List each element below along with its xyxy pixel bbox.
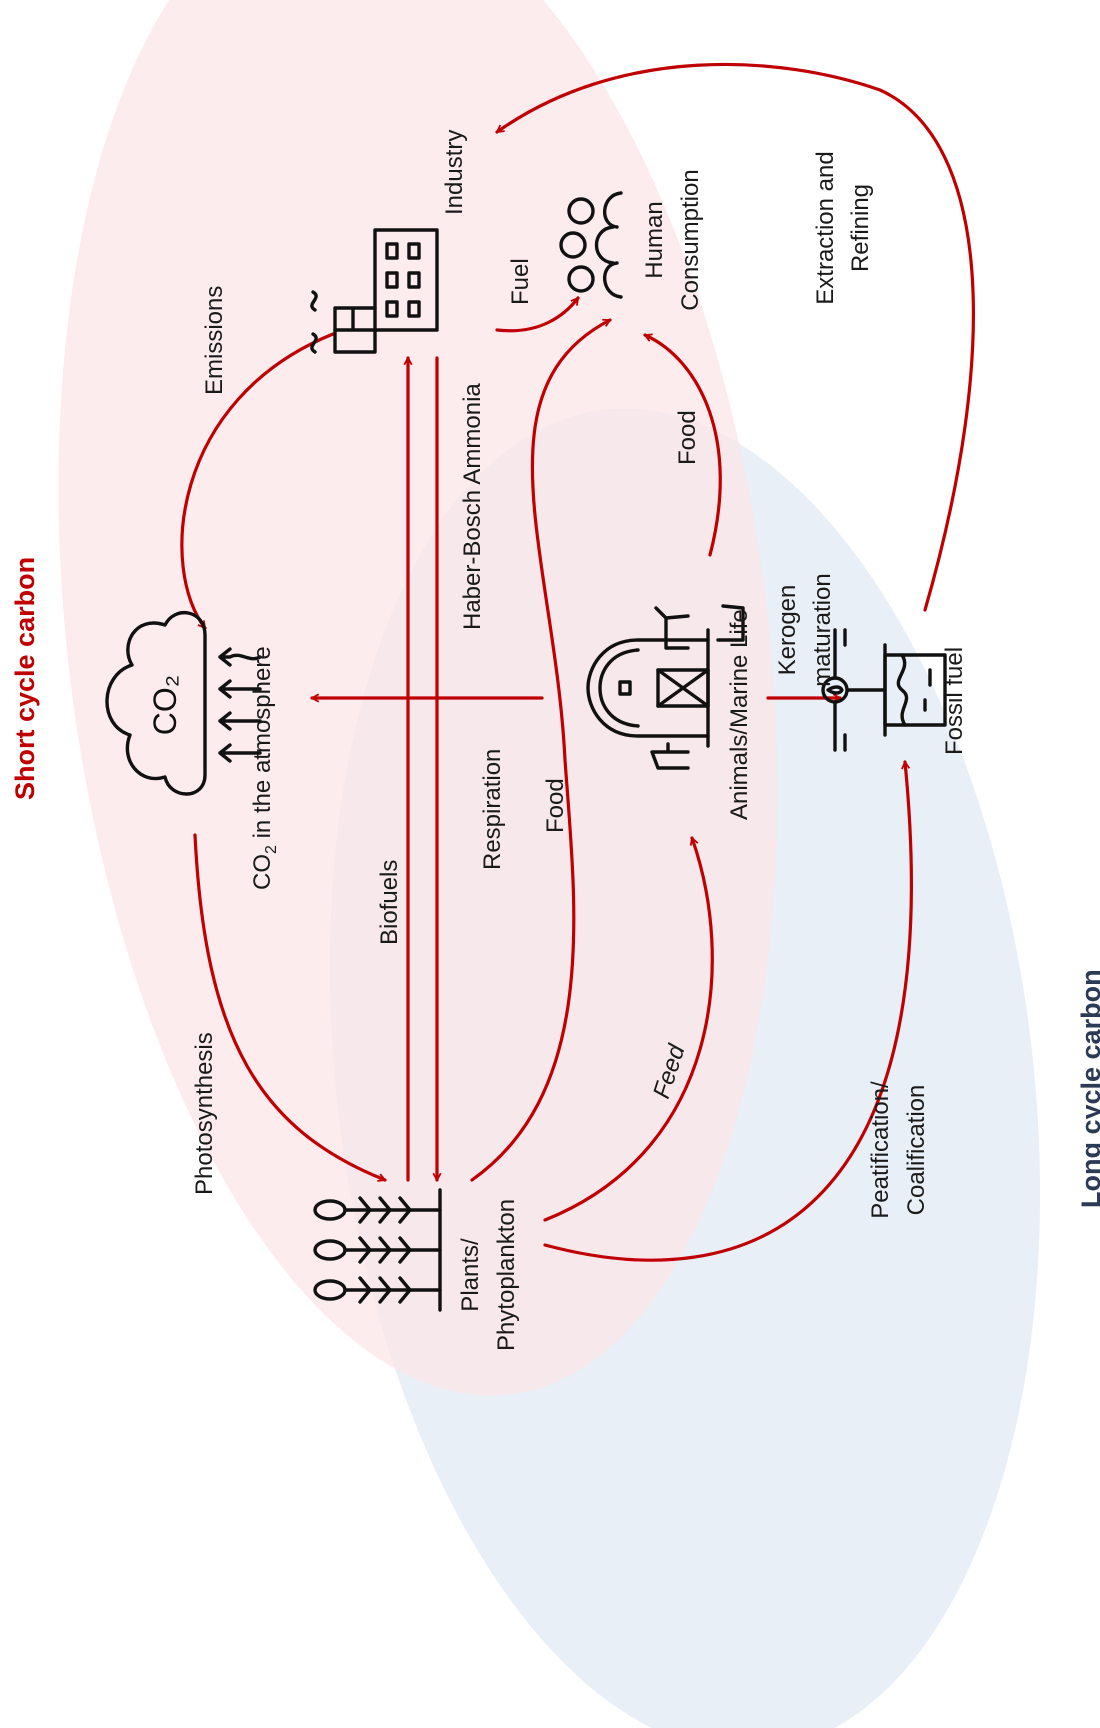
factory-icon — [310, 228, 439, 354]
emissions-label: Emissions — [201, 286, 228, 395]
photosynthesis-label: Photosynthesis — [191, 1032, 218, 1195]
fossil-label: Fossil fuel — [941, 647, 968, 755]
human-label-line2: Consumption — [677, 169, 704, 310]
food-plants-label: Food — [542, 778, 569, 833]
barn-animals-icon — [586, 604, 745, 770]
respiration-label: Respiration — [479, 749, 506, 870]
peatification-arrow — [543, 762, 913, 1262]
peat-label-line1: Peatification/ — [867, 1081, 894, 1219]
emissions-arrow — [180, 332, 335, 630]
co2-icon-text: CO₂ — [147, 675, 183, 735]
co2-label-sub: 2 — [263, 845, 280, 854]
kerogen-label-line1: Kerogen — [774, 585, 801, 676]
fuel-label: Fuel — [507, 258, 534, 305]
flow-arrows — [180, 62, 975, 1262]
short-cycle-region — [58, 0, 778, 1396]
extraction-label-line1: Extraction and — [812, 151, 839, 304]
cloud-co2-icon: CO₂ — [105, 611, 262, 796]
co2-label-suffix: in the atmosphere — [249, 646, 276, 845]
plants-label-line2: Phytoplankton — [493, 1199, 520, 1351]
co2-label-prefix: CO — [249, 854, 276, 890]
photosynthesis-arrow — [193, 833, 385, 1180]
plants-label-line1: Plants/ — [457, 1238, 484, 1312]
long-cycle-title: Long cycle carbon — [1076, 969, 1100, 1208]
animals-label: Animals/Marine Life — [726, 609, 753, 820]
industry-label: Industry — [441, 130, 468, 215]
peat-label-line2: Coalification — [903, 1085, 930, 1216]
oil-well-icon — [821, 628, 947, 752]
food-animals-arrow — [645, 333, 722, 557]
biofuels-label: Biofuels — [376, 860, 403, 945]
feed-arrow — [543, 838, 714, 1222]
extraction-label-line2: Refining — [847, 184, 874, 272]
co2-atmosphere-label: CO2 in the atmosphere — [249, 646, 280, 890]
food-plants-arrow — [470, 318, 610, 1182]
haber-bosch-label: Haber-Bosch Ammonia — [459, 383, 486, 630]
kerogen-label-line2: maturation — [809, 573, 836, 686]
food-animals-label: Food — [674, 410, 701, 465]
plants-icon — [313, 1188, 442, 1312]
people-icon — [559, 191, 623, 299]
short-cycle-title: Short cycle carbon — [10, 557, 40, 800]
extraction-arrow — [495, 62, 975, 612]
human-label-line1: Human — [641, 201, 668, 278]
fuel-arrow — [495, 296, 580, 333]
